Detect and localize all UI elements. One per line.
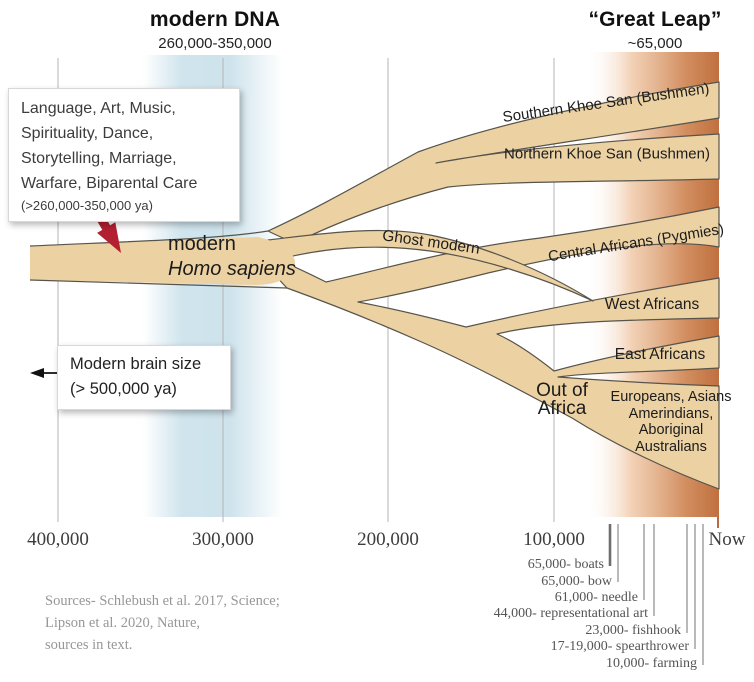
event-spearthrower: 17-19,000- spearthrower (550, 639, 689, 654)
brain-size-arrow (30, 368, 57, 378)
branch-african-stem (261, 206, 720, 490)
root-label-modern: modern (168, 233, 236, 255)
trunk-bottom-edge (29, 279, 288, 289)
culture-annotation-box: Language, Art, Music, Spirituality, Danc… (8, 88, 240, 222)
label-out-of-africa: Out of Africa (536, 380, 588, 419)
root-label: modern Homo sapiens (168, 232, 296, 282)
sources-note: Sources- Schlebush et al. 2017, Science;… (45, 593, 280, 653)
great-leap-range: ~65,000 (627, 35, 683, 52)
event-fishhook: 23,000- fishhook (585, 623, 681, 638)
modern-dna-title: modern DNA (149, 8, 281, 31)
trunk (30, 237, 296, 285)
lineage-branches (29, 81, 720, 490)
culture-note: (>260,000-350,000 ya) (21, 198, 153, 213)
trunk-top-edge (29, 230, 269, 247)
event-art: 44,000- representational art (493, 606, 648, 621)
branch-khoe-san (267, 81, 720, 244)
label-east-africans: East Africans (614, 346, 706, 363)
great-leap-title: “Great Leap” (588, 8, 722, 31)
root-label-homo-sapiens: Homo sapiens (168, 258, 296, 280)
culture-line: Warfare, Biparental Care (21, 175, 198, 192)
culture-line: Storytelling, Marriage, (21, 150, 177, 167)
event-farming: 10,000- farming (606, 656, 697, 671)
axis-tick-now: Now (708, 529, 746, 550)
event-boats: 65,000- boats (527, 557, 604, 572)
brain-size-line: Modern brain size (70, 355, 202, 373)
modern-dna-header: modern DNA 260,000-350,000 (90, 8, 340, 52)
axis-tick-100000: 100,000 (523, 529, 585, 550)
axis-tick-300000: 300,000 (192, 529, 254, 550)
great-leap-header: “Great Leap” ~65,000 (555, 8, 754, 52)
label-out-of-africa-peoples: Europeans, Asians Amerindians, Aborigina… (610, 389, 732, 455)
label-west-africans: West Africans (604, 296, 700, 313)
brain-size-line: (> 500,000 ya) (70, 380, 177, 398)
branch-ghost-modern (267, 229, 594, 302)
culture-line: Language, Art, Music, (21, 100, 176, 117)
modern-dna-range: 260,000-350,000 (158, 35, 272, 52)
label-northern-khoe-san: Northern Khoe San (Bushmen) (504, 145, 710, 163)
culture-line: Spirituality, Dance, (21, 125, 154, 142)
axis-tick-200000: 200,000 (357, 529, 419, 550)
brain-size-box: Modern brain size (> 500,000 ya) (57, 345, 231, 410)
timeline-ticks (608, 524, 704, 665)
event-needle: 61,000- needle (554, 590, 638, 605)
event-bow: 65,000- bow (541, 574, 612, 589)
axis-tick-400000: 400,000 (27, 529, 89, 550)
